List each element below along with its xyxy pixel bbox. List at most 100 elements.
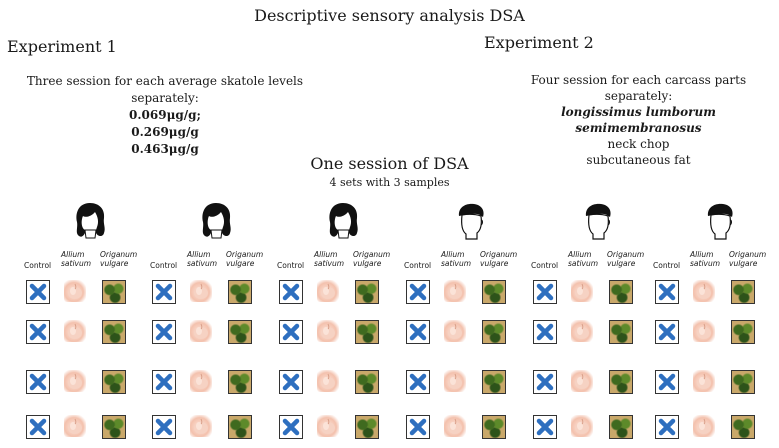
column-label-control: Control	[24, 261, 52, 270]
male-head-icon	[577, 200, 617, 240]
control-sample	[26, 370, 50, 394]
garlic-sample-icon	[444, 320, 466, 342]
oregano-sample-icon	[228, 415, 252, 439]
control-sample	[152, 370, 176, 394]
control-sample	[533, 320, 557, 344]
experiment-2-block: Four session for each carcass parts sepa…	[506, 72, 771, 168]
control-sample	[406, 280, 430, 304]
oregano-sample-icon	[482, 415, 506, 439]
column-label-allium: Allium sativum	[690, 250, 721, 268]
control-sample	[655, 370, 679, 394]
garlic-sample-icon	[190, 370, 212, 392]
control-sample	[406, 415, 430, 439]
garlic-sample-icon	[693, 280, 715, 302]
control-sample	[533, 370, 557, 394]
column-label-origanum: Origanum vulgare	[729, 250, 767, 268]
garlic-sample-icon	[190, 415, 212, 437]
oregano-sample-icon	[355, 320, 379, 344]
control-sample	[406, 370, 430, 394]
control-sample	[152, 415, 176, 439]
garlic-sample-icon	[64, 320, 86, 342]
cross-icon	[29, 418, 47, 436]
cross-icon	[282, 418, 300, 436]
garlic-sample-icon	[693, 320, 715, 342]
column-label-control: Control	[277, 261, 305, 270]
skatole-level-1: 0.069μg/g;	[129, 108, 201, 122]
garlic-sample-icon	[317, 370, 339, 392]
control-sample	[26, 320, 50, 344]
oregano-sample-icon	[228, 280, 252, 304]
oregano-sample-icon	[731, 370, 755, 394]
control-sample	[279, 415, 303, 439]
oregano-sample-icon	[731, 280, 755, 304]
garlic-sample-icon	[571, 320, 593, 342]
column-label-allium: Allium sativum	[187, 250, 218, 268]
cross-icon	[282, 323, 300, 341]
oregano-sample-icon	[228, 370, 252, 394]
garlic-sample-icon	[571, 415, 593, 437]
control-sample	[406, 320, 430, 344]
oregano-sample-icon	[355, 280, 379, 304]
control-sample	[279, 280, 303, 304]
control-sample	[533, 415, 557, 439]
control-sample	[26, 280, 50, 304]
cross-icon	[155, 418, 173, 436]
male-head-icon	[699, 200, 739, 240]
cross-icon	[536, 283, 554, 301]
garlic-sample-icon	[317, 280, 339, 302]
oregano-sample-icon	[609, 415, 633, 439]
experiment-1-description: Three session for each average skatole l…	[26, 74, 304, 105]
female-head-icon	[70, 200, 110, 240]
cross-icon	[536, 373, 554, 391]
column-label-origanum: Origanum vulgare	[607, 250, 645, 268]
cross-icon	[409, 418, 427, 436]
control-sample	[655, 280, 679, 304]
experiment-2-description: Four session for each carcass parts sepa…	[530, 73, 747, 103]
cross-icon	[658, 418, 676, 436]
cross-icon	[155, 323, 173, 341]
oregano-sample-icon	[102, 320, 126, 344]
oregano-sample-icon	[102, 415, 126, 439]
garlic-sample-icon	[444, 415, 466, 437]
oregano-sample-icon	[609, 370, 633, 394]
carcass-part-2: semimembranosus	[575, 121, 702, 135]
female-head-icon	[196, 200, 236, 240]
oregano-sample-icon	[355, 370, 379, 394]
control-sample	[655, 415, 679, 439]
session-title: One session of DSA	[310, 154, 469, 173]
oregano-sample-icon	[482, 280, 506, 304]
column-label-origanum: Origanum vulgare	[226, 250, 264, 268]
skatole-level-2: 0.269μg/g	[131, 125, 199, 139]
cross-icon	[155, 373, 173, 391]
carcass-part-3: neck chop	[607, 137, 670, 151]
cross-icon	[29, 323, 47, 341]
garlic-sample-icon	[571, 280, 593, 302]
control-sample	[279, 370, 303, 394]
garlic-sample-icon	[317, 415, 339, 437]
cross-icon	[282, 283, 300, 301]
cross-icon	[536, 418, 554, 436]
garlic-sample-icon	[571, 370, 593, 392]
control-sample	[655, 320, 679, 344]
garlic-sample-icon	[317, 320, 339, 342]
cross-icon	[658, 323, 676, 341]
experiment-1-block: Three session for each average skatole l…	[10, 73, 320, 158]
control-sample	[533, 280, 557, 304]
garlic-sample-icon	[64, 415, 86, 437]
cross-icon	[536, 323, 554, 341]
column-label-origanum: Origanum vulgare	[353, 250, 391, 268]
cross-icon	[29, 283, 47, 301]
cross-icon	[155, 283, 173, 301]
garlic-sample-icon	[693, 370, 715, 392]
cross-icon	[658, 373, 676, 391]
oregano-sample-icon	[482, 320, 506, 344]
oregano-sample-icon	[609, 320, 633, 344]
control-sample	[152, 280, 176, 304]
column-label-control: Control	[653, 261, 681, 270]
oregano-sample-icon	[482, 370, 506, 394]
cross-icon	[29, 373, 47, 391]
